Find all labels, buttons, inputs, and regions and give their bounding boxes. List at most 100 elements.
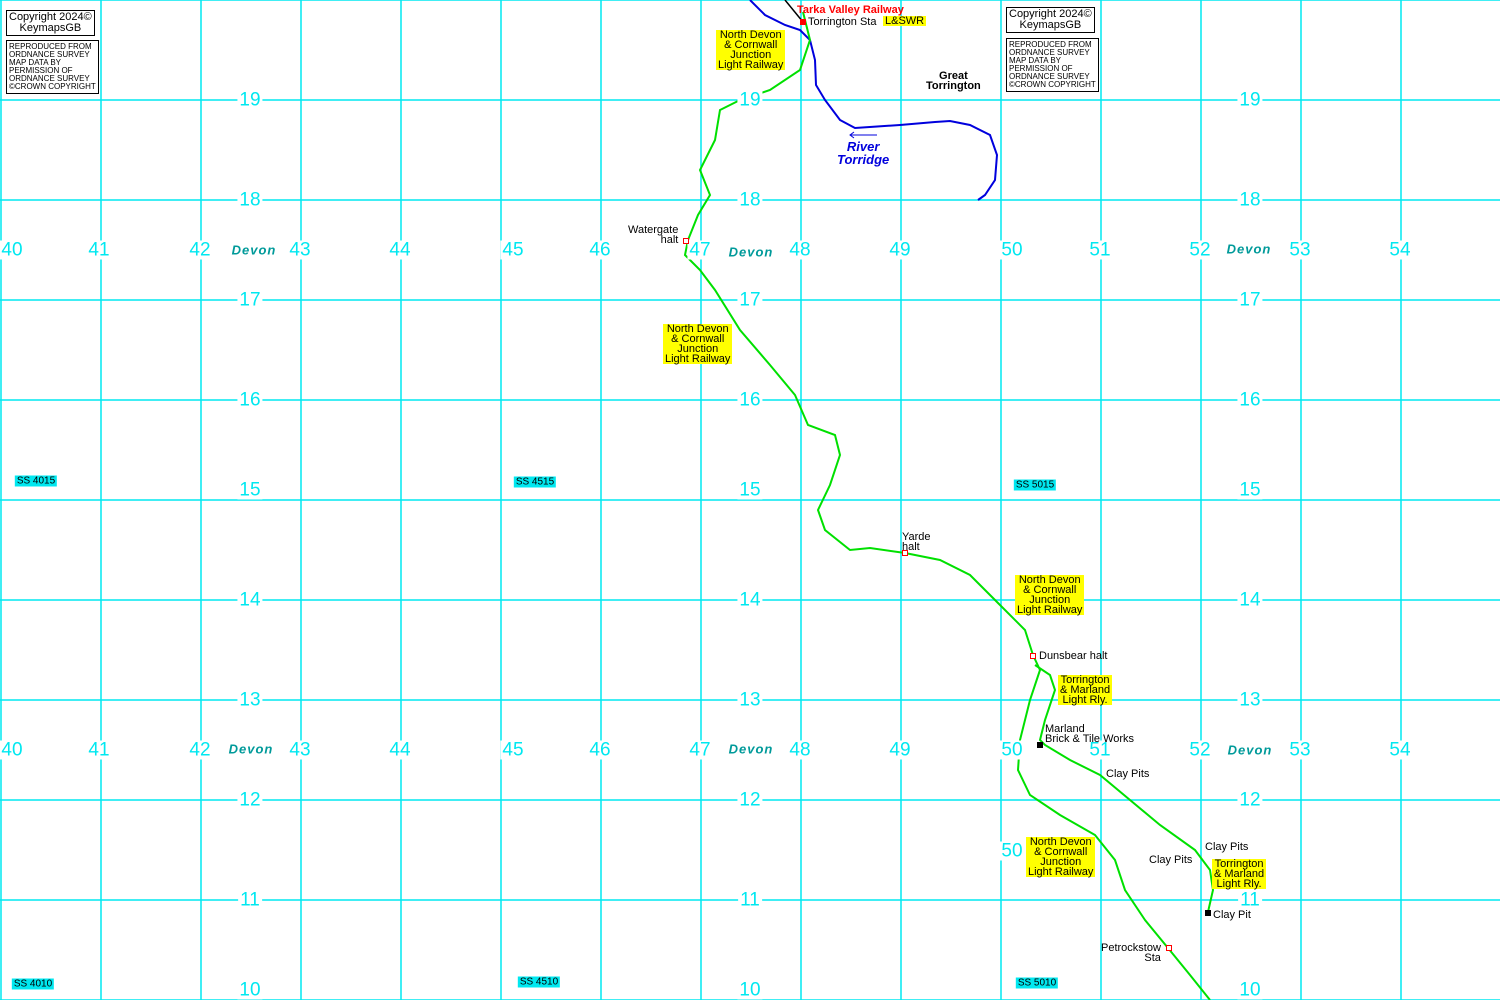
easting-label: 49 xyxy=(887,239,913,261)
clay-pit-label: Clay Pit xyxy=(1213,909,1251,921)
clay-pits-label-1: Clay Pits xyxy=(1106,768,1150,780)
arrow-head xyxy=(849,131,855,139)
northing-label: 16 xyxy=(237,389,263,411)
grid-ref-label: SS 4510 xyxy=(517,976,561,988)
northing-label: 18 xyxy=(737,189,763,211)
ndcjlr-line xyxy=(683,11,1211,1000)
lswr-label: L&SWR xyxy=(883,15,927,27)
northing-label: 12 xyxy=(737,789,763,811)
grid-ref-label: SS 4010 xyxy=(11,978,55,990)
easting-label: 44 xyxy=(387,239,413,261)
easting-label: 51 xyxy=(1087,739,1113,761)
county-label: Devon xyxy=(728,244,774,260)
easting-label: 40 xyxy=(0,239,25,261)
northing-label: 16 xyxy=(1237,389,1263,411)
easting-label: 53 xyxy=(1287,239,1313,261)
copyright-box-2: Copyright 2024©KeymapsGB xyxy=(1006,7,1095,33)
copyright-brand: KeymapsGB xyxy=(19,22,82,34)
copyright-line: Copyright 2024© xyxy=(1009,8,1092,20)
petrockstow-sta-marker xyxy=(1166,945,1172,951)
northing-label: 17 xyxy=(1237,289,1263,311)
northing-label: 13 xyxy=(237,689,263,711)
grid-ref-label: SS 5010 xyxy=(1015,977,1059,989)
yarde-label: Yarde halt xyxy=(902,531,931,553)
northing-label: 10 xyxy=(1237,979,1263,1000)
torrington-sta-label: Torrington Sta xyxy=(808,16,877,28)
easting-label: 50 xyxy=(999,739,1025,761)
northing-label: 13 xyxy=(737,689,763,711)
watergate-label: Watergate halt xyxy=(628,224,679,246)
northing-label: 18 xyxy=(237,189,263,211)
easting-label: 42 xyxy=(187,739,213,761)
northing-label: 10 xyxy=(237,979,263,1000)
easting-label: 47 xyxy=(687,239,713,261)
ndcjlr-label-1: North Devon & Cornwall Junction Light Ra… xyxy=(716,29,786,71)
northing-label: 11 xyxy=(1238,889,1262,911)
northing-label: 12 xyxy=(1237,789,1263,811)
os-notice: REPRODUCED FROM ORDNANCE SURVEY MAP DATA… xyxy=(6,40,99,94)
county-label: Devon xyxy=(728,741,774,757)
ndcjlr-label-2: North Devon & Cornwall Junction Light Ra… xyxy=(663,323,733,365)
easting-label: 54 xyxy=(1387,239,1413,261)
easting-label: 47 xyxy=(687,739,713,761)
yarde-halt-marker xyxy=(902,550,908,556)
easting-label: 49 xyxy=(887,739,913,761)
river-torridge xyxy=(749,0,999,201)
tmlr-label-1: Torrington & Marland Light Rly. xyxy=(1058,674,1113,706)
easting-label: 50 xyxy=(999,840,1025,862)
grid-ref-label: SS 5015 xyxy=(1013,479,1057,491)
easting-label: 52 xyxy=(1187,739,1213,761)
torrington-station-marker xyxy=(800,19,806,25)
county-label: Devon xyxy=(1226,241,1272,257)
easting-label: 48 xyxy=(787,239,813,261)
county-label: Devon xyxy=(1227,742,1273,758)
northing-label: 14 xyxy=(737,589,763,611)
clay-pits-label-2: Clay Pits xyxy=(1205,841,1249,853)
dunsbear-halt-marker xyxy=(1030,653,1036,659)
easting-label: 44 xyxy=(387,739,413,761)
dunsbear-label: Dunsbear halt xyxy=(1039,650,1108,662)
easting-label: 41 xyxy=(86,739,112,761)
northing-label: 10 xyxy=(737,979,763,1000)
clay-pit-marker xyxy=(1205,910,1211,916)
easting-label: 52 xyxy=(1187,239,1213,261)
easting-label: 43 xyxy=(287,739,313,761)
great-torrington-label: Great Torrington xyxy=(926,70,981,92)
county-label: Devon xyxy=(228,741,274,757)
tmlr-line xyxy=(1034,664,1215,913)
northing-label: 15 xyxy=(237,479,263,501)
northing-label: 17 xyxy=(737,289,763,311)
river-label: River Torridge xyxy=(837,139,890,167)
easting-label: 48 xyxy=(787,739,813,761)
northing-label: 19 xyxy=(237,89,263,111)
easting-label: 51 xyxy=(1087,239,1113,261)
northing-label: 12 xyxy=(237,789,263,811)
easting-label: 45 xyxy=(500,739,526,761)
easting-label: 40 xyxy=(0,739,25,761)
copyright-line: Copyright 2024© xyxy=(9,11,92,23)
os-notice-2: REPRODUCED FROM ORDNANCE SURVEY MAP DATA… xyxy=(1006,38,1099,92)
petrockstow-label: Petrockstow Sta xyxy=(1101,942,1161,964)
ndcjlr-label-3: North Devon & Cornwall Junction Light Ra… xyxy=(1015,574,1085,616)
northing-label: 15 xyxy=(1237,479,1263,501)
easting-label: 46 xyxy=(587,239,613,261)
copyright-brand: KeymapsGB xyxy=(1019,19,1082,31)
watergate-halt-marker xyxy=(683,238,689,244)
northing-label: 13 xyxy=(1237,689,1263,711)
easting-label: 41 xyxy=(86,239,112,261)
easting-label: 42 xyxy=(187,239,213,261)
northing-label: 11 xyxy=(238,889,262,911)
copyright-box: Copyright 2024©KeymapsGB xyxy=(6,10,95,36)
northing-label: 11 xyxy=(738,889,762,911)
easting-label: 46 xyxy=(587,739,613,761)
marland-label: Marland Brick & Tile Works xyxy=(1045,723,1135,745)
tmlr-label-2: Torrington & Marland Light Rly. xyxy=(1212,858,1267,890)
clay-pits-label-3: Clay Pits xyxy=(1149,854,1193,866)
lswr-line xyxy=(784,0,804,23)
ndcjlr-label-4: North Devon & Cornwall Junction Light Ra… xyxy=(1026,836,1096,878)
grid-ref-label: SS 4515 xyxy=(513,476,557,488)
marland-works-marker xyxy=(1037,742,1043,748)
easting-label: 50 xyxy=(999,239,1025,261)
county-label: Devon xyxy=(231,242,277,258)
